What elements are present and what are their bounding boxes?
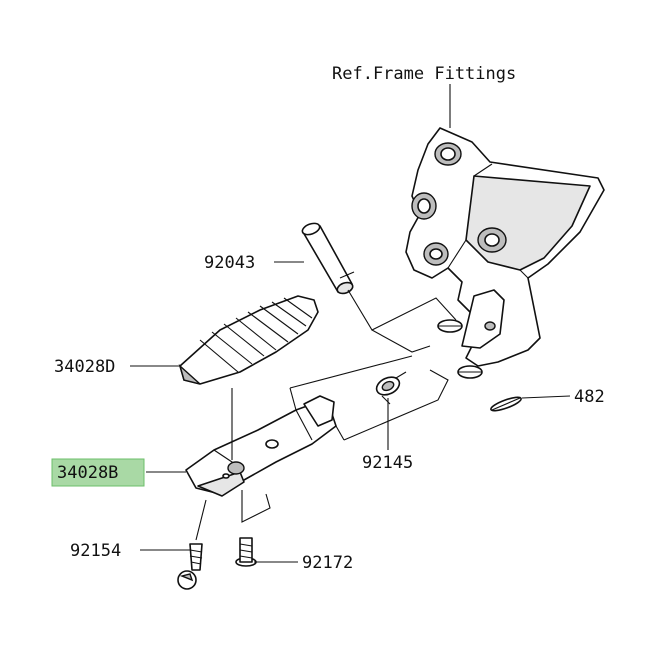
frame-bracket [405,127,605,379]
label-34028B[interactable]: 34028B [57,463,118,483]
label-34028D[interactable]: 34028D [54,357,115,377]
highlight-box-34028B[interactable] [51,458,145,487]
assembly-lines [195,289,457,541]
label-ref-frame-fittings[interactable]: Ref.Frame Fittings [332,64,516,84]
label-92154[interactable]: 92154 [70,541,121,561]
label-92043[interactable]: 92043 [204,253,255,273]
spring-92145 [375,371,407,405]
label-482[interactable]: 482 [574,387,605,407]
label-92172[interactable]: 92172 [302,553,353,573]
leader-lines [130,84,571,563]
washer-482 [490,396,522,412]
pin-92043 [301,222,355,295]
stud-92154 [177,543,203,590]
footpeg-34028B [185,395,337,497]
label-92145[interactable]: 92145 [362,453,413,473]
bolt-92172 [235,537,257,567]
rubber-pad-34028D [178,295,319,385]
